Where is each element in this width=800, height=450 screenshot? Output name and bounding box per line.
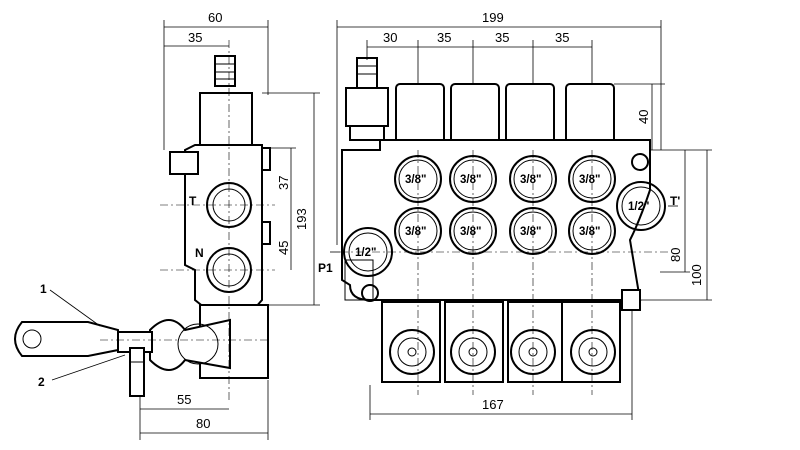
work-port-label-2: 3/8" (460, 174, 481, 186)
work-port-label-5: 3/8" (405, 226, 426, 238)
inlet-port-label: 1/2" (355, 247, 376, 259)
dim-45: 45 (276, 241, 291, 255)
dim-30: 30 (383, 30, 397, 45)
dim-80-side: 80 (196, 416, 210, 431)
work-port-label-1: 3/8" (405, 174, 426, 186)
dim-60: 60 (208, 10, 222, 25)
outlet-port (616, 181, 666, 231)
dim-35-side: 35 (188, 30, 202, 45)
outlet-port-label: 1/2" (628, 201, 649, 213)
inlet-label: P1 (318, 261, 333, 275)
front-view: 3/8" 3/8" 3/8" 3/8" 3/8" 3/8" 3/8" 3/8" … (318, 10, 712, 420)
dim-35-c: 35 (555, 30, 569, 45)
work-port-label-4: 3/8" (579, 174, 600, 186)
side-view: 1 2 T N 60 35 193 37 45 55 80 (14, 10, 320, 440)
callout-2: 2 (38, 375, 45, 389)
dim-55: 55 (177, 392, 191, 407)
dim-199: 199 (482, 10, 504, 25)
dim-35-a: 35 (437, 30, 451, 45)
callout-1: 1 (40, 282, 47, 296)
dim-167: 167 (482, 397, 504, 412)
work-port-label-3: 3/8" (520, 174, 541, 186)
dim-37: 37 (276, 176, 291, 190)
dim-40: 40 (636, 110, 651, 124)
work-port-label-7: 3/8" (520, 226, 541, 238)
dim-35-b: 35 (495, 30, 509, 45)
dim-80-front: 80 (668, 248, 683, 262)
dim-100: 100 (689, 264, 704, 286)
work-port-label-6: 3/8" (460, 226, 481, 238)
port-label-n: N (195, 246, 204, 260)
spool-end-1 (389, 329, 435, 375)
spool-end-4 (570, 329, 616, 375)
dim-193: 193 (294, 208, 309, 230)
outlet-label: T' (670, 194, 680, 208)
port-label-t: T (189, 194, 197, 208)
work-port-label-8: 3/8" (579, 226, 600, 238)
